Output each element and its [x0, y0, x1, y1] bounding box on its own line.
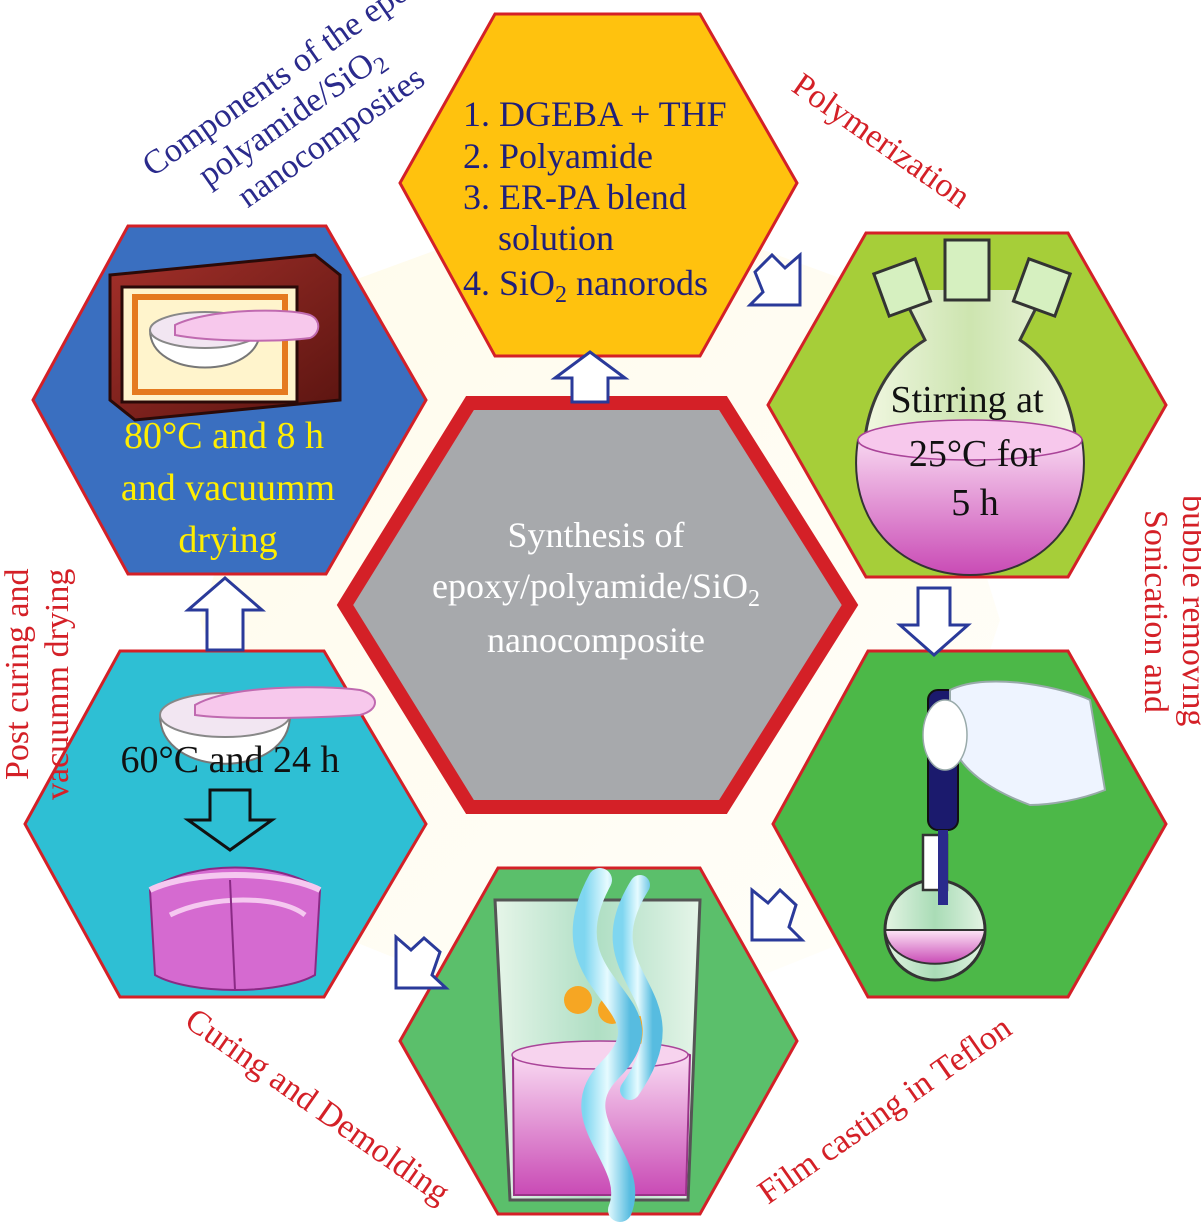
component-item-3a: 3. ER-PA blend: [463, 177, 687, 217]
flow-arrows: [183, 251, 972, 990]
arrow-right-top-icon: [746, 251, 802, 307]
component-item-1: 1. DGEBA + THF: [463, 94, 727, 134]
down-arrow-icon: [183, 788, 277, 852]
three-neck-flask-icon: [855, 238, 1085, 577]
hex-film-casting: [398, 866, 799, 1222]
caption-sonication-line-2: bubble removing: [1175, 495, 1201, 726]
hex-curing: 60°C and 24 h: [23, 649, 428, 999]
stirring-line-3: 5 h: [951, 482, 999, 524]
component-item-2: 2. Polyamide: [463, 136, 653, 176]
arrow-up-left-icon: [183, 576, 267, 652]
demolded-film-icon: [148, 866, 322, 991]
arrow-left-bottom-icon: [394, 933, 450, 990]
center-line-1: Synthesis of: [507, 515, 684, 555]
component-item-3b: solution: [498, 218, 614, 258]
postcure-line-1: 80°C and 8 h: [124, 415, 324, 457]
arrow-up-center-icon: [550, 350, 630, 404]
arrow-down-right-icon: [896, 586, 972, 658]
component-item-4: 4. SiO2 nanorods: [463, 263, 708, 308]
caption-polymerization: Polymerization: [785, 66, 976, 215]
postcure-line-2: and vacuumm: [121, 467, 335, 509]
arrow-left-right-bottom-icon: [750, 886, 806, 942]
beaker-icon: [493, 868, 702, 1222]
stirring-line-1: Stirring at: [890, 379, 1043, 421]
caption-post-curing-line-2: vacuumm drying: [39, 569, 76, 800]
hex-sonication: [771, 649, 1168, 999]
cure-line-1: 60°C and 24 h: [121, 739, 340, 781]
center-line-2: epoxy/polyamide/SiO2: [432, 566, 760, 612]
hex-components: 1. DGEBA + THF 2. Polyamide 3. ER-PA ble…: [398, 12, 799, 358]
center-line-3: nanocomposite: [487, 620, 705, 660]
oven-icon: [108, 253, 342, 422]
hex-center: Synthesis of epoxy/polyamide/SiO2 nanoco…: [336, 396, 859, 814]
mortar-pestle-icon: [158, 686, 376, 765]
caption-sonication-line-1: Sonication and: [1137, 510, 1174, 713]
sonicator-flask-icon: [883, 680, 1107, 982]
hex-stirring: Stirring at 25°C for 5 h: [766, 231, 1168, 579]
caption-post-curing-line-1: Post curing and: [0, 568, 36, 780]
hex-post-curing: 80°C and 8 h and vacuumm drying: [31, 224, 428, 576]
stirring-line-2: 25°C for: [909, 433, 1042, 475]
postcure-line-3: drying: [178, 519, 277, 561]
